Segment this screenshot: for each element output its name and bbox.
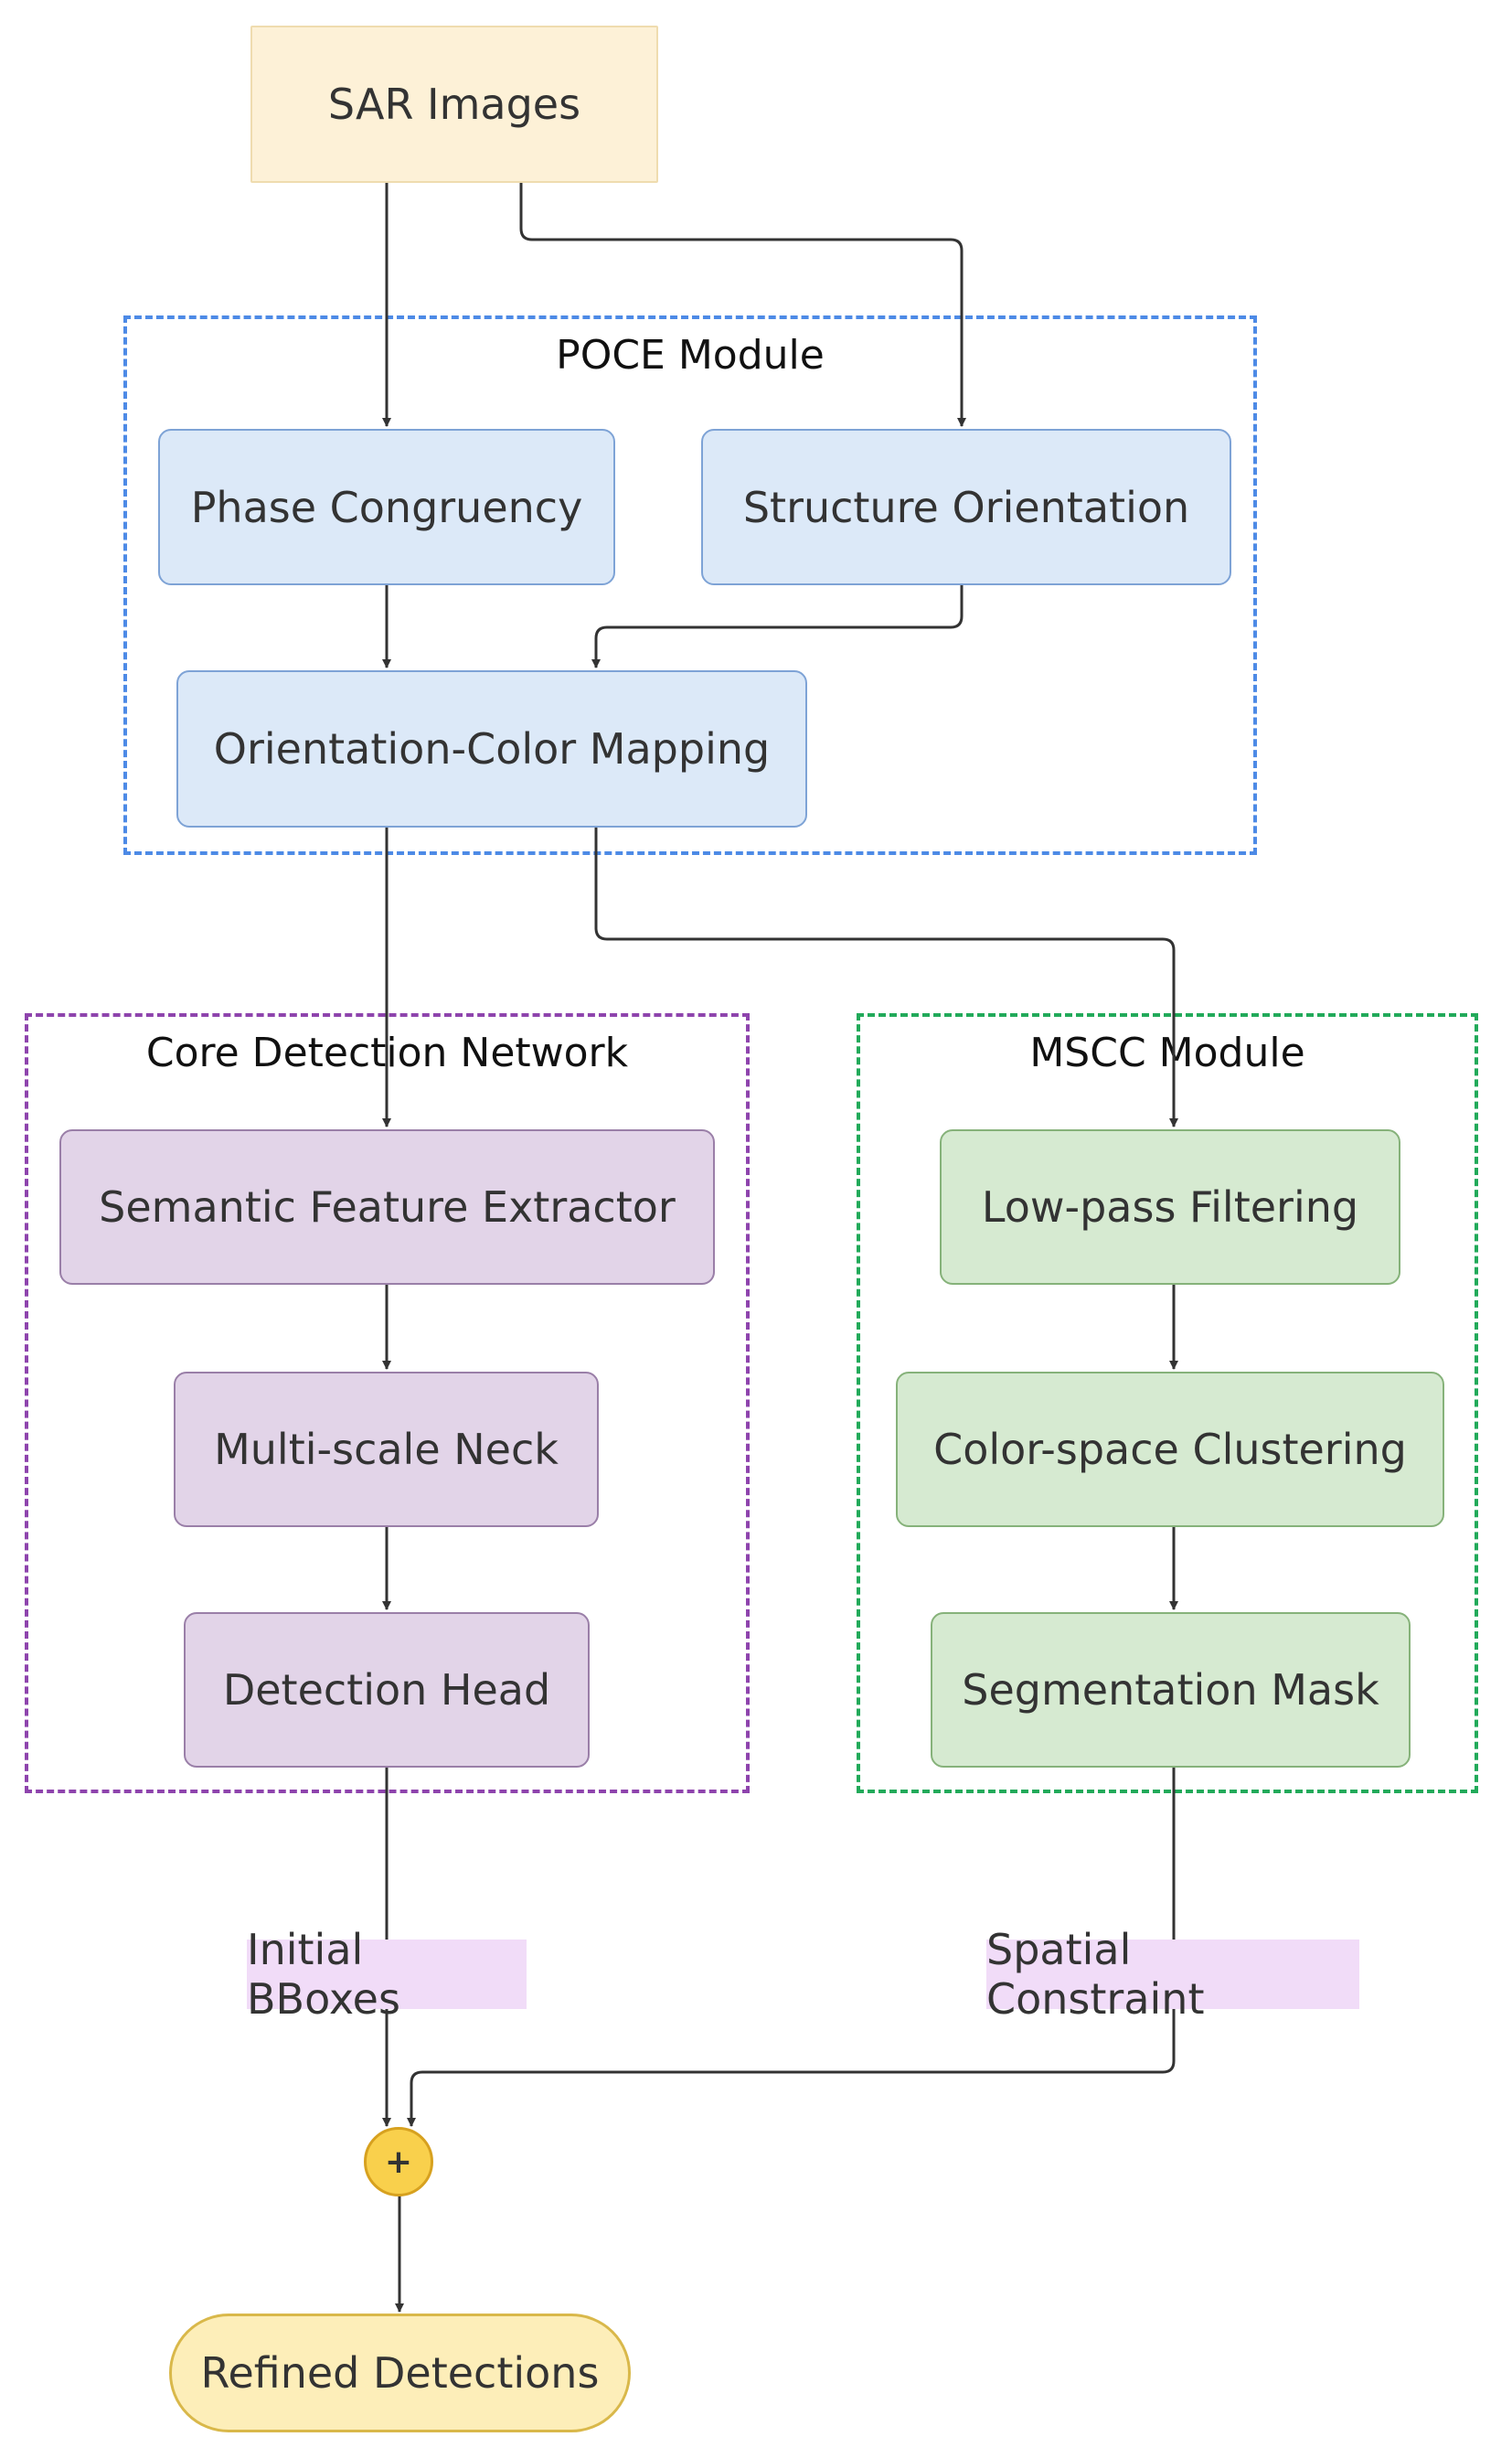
poce-module-group: POCE Module — [123, 315, 1257, 855]
semantic-feature-extractor-node: Semantic Feature Extractor — [59, 1129, 715, 1285]
mscc-module-title: MSCC Module — [1029, 1030, 1305, 1076]
detection-head-node: Detection Head — [184, 1612, 590, 1768]
initial-bboxes-label: Initial BBoxes — [247, 1925, 527, 2024]
edge-structure-to-mapping — [591, 585, 964, 668]
spatial-constraint-label: Spatial Constraint — [986, 1925, 1359, 2024]
edge-sar-to-structure — [519, 183, 966, 427]
orientation-color-mapping-node: Orientation-Color Mapping — [176, 670, 807, 828]
edge-mapping-to-lowpass — [594, 828, 1178, 1127]
edge-mask-to-junction — [407, 1768, 1176, 2127]
segmentation-mask-node: Segmentation Mask — [931, 1612, 1411, 1768]
poce-module-title: POCE Module — [556, 332, 825, 379]
phase-congruency-node: Phase Congruency — [158, 429, 615, 585]
multi-scale-neck-node: Multi-scale Neck — [174, 1372, 599, 1527]
merge-junction-icon: + — [364, 2127, 433, 2196]
refined-detections-node: Refined Detections — [169, 2314, 631, 2432]
structure-orientation-node: Structure Orientation — [701, 429, 1231, 585]
mscc-module-group: MSCC Module — [857, 1013, 1478, 1793]
low-pass-filtering-node: Low-pass Filtering — [940, 1129, 1400, 1285]
sar-images-node: SAR Images — [250, 26, 658, 183]
color-space-clustering-node: Color-space Clustering — [896, 1372, 1444, 1527]
